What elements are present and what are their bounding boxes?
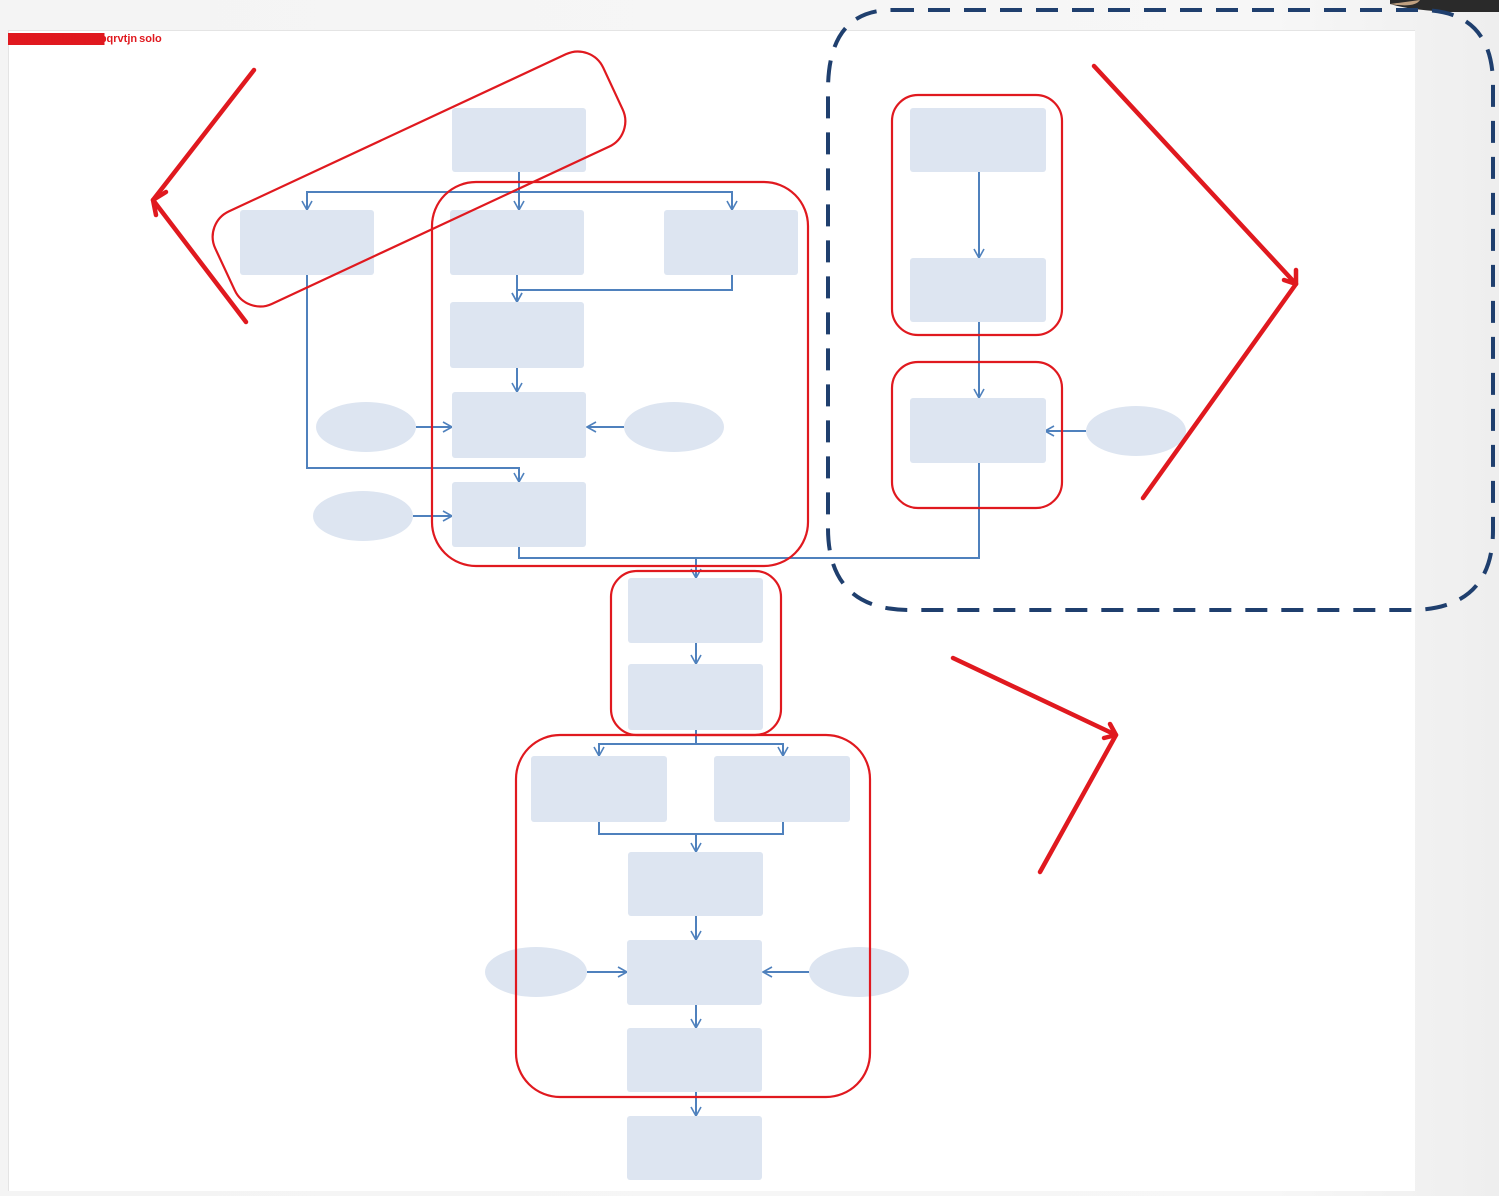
process-box <box>531 756 667 822</box>
highlight-outlines <box>211 50 1064 1099</box>
highlight-tilted <box>211 50 627 308</box>
annotation-arrow-left-head <box>150 189 169 218</box>
highlight-lower-group <box>514 733 872 1099</box>
input-ellipse <box>313 491 413 541</box>
highlight-upper-group <box>430 180 810 568</box>
process-box <box>714 756 850 822</box>
header-redacted: ziqjffqpijsjyjkqtnjpqrvtjn <box>10 33 138 45</box>
annotation-arrows <box>150 63 1299 875</box>
annotation-arrow-left <box>150 67 257 325</box>
connector-b6-merge <box>518 463 980 559</box>
connector-right-merge <box>511 275 733 304</box>
input-ellipse <box>316 402 416 452</box>
connector-split-left <box>301 191 519 212</box>
header-tail: solo <box>137 33 162 45</box>
input-ellipses <box>313 402 1186 997</box>
annotation-arrow-right-top-head <box>1281 267 1299 287</box>
connector-split-right <box>519 191 738 212</box>
input-ellipse <box>624 402 724 452</box>
annotation-arrow-right-bottom-head <box>1101 721 1119 741</box>
input-ellipse <box>1086 406 1186 456</box>
process-box <box>664 210 798 275</box>
connector-left-long <box>306 275 525 484</box>
process-boxes <box>240 108 1046 1180</box>
dashed-region <box>826 8 1495 612</box>
highlight-right-bottom <box>890 360 1064 510</box>
process-box <box>627 1028 762 1092</box>
process-box <box>910 398 1046 463</box>
process-box <box>910 108 1046 172</box>
highlight-right-top <box>890 93 1064 337</box>
process-box <box>450 210 584 275</box>
process-box <box>240 210 374 275</box>
process-box <box>450 302 584 368</box>
process-box <box>910 258 1046 322</box>
connector-split-b10 <box>696 743 789 758</box>
process-box <box>452 392 586 458</box>
process-box <box>628 852 763 916</box>
input-ellipse <box>485 947 587 997</box>
process-box <box>627 1116 762 1180</box>
annotation-arrow-right-bottom <box>950 655 1119 875</box>
connector-split-b9 <box>593 743 696 758</box>
input-ellipse <box>809 947 909 997</box>
process-box <box>627 940 762 1005</box>
process-box <box>628 664 763 730</box>
process-box <box>628 578 763 643</box>
connector-b9-b10-merge <box>598 822 784 835</box>
process-box <box>452 108 586 172</box>
process-box <box>452 482 586 547</box>
